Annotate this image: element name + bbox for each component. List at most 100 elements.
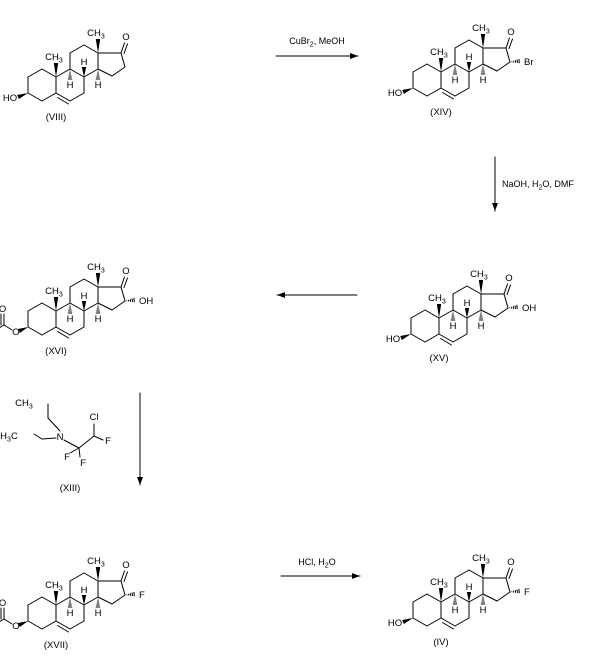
c3-wedge	[17, 93, 28, 100]
compound-label-xvii: (XVII)	[44, 640, 68, 651]
ring-bond	[454, 87, 470, 97]
h14-hashed	[95, 70, 101, 80]
ring-bond	[454, 63, 470, 73]
ring-bond	[440, 617, 456, 627]
ring-bond	[41, 92, 57, 102]
methyl-wedge	[438, 58, 444, 72]
ethyl-bond	[33, 433, 43, 440]
ring-bond	[452, 309, 468, 319]
compound-xvi: OCH3CH3HHHOHOOH3C(XVI)	[0, 262, 153, 357]
methyl-wedge	[478, 280, 484, 294]
ester-oxygen: O	[12, 621, 19, 632]
ring-bond	[27, 302, 43, 312]
methyl-c18: CH3	[472, 553, 490, 566]
ring-bond	[69, 278, 85, 288]
arrowhead	[137, 477, 143, 485]
ring-bond	[120, 580, 126, 596]
methyl-c18: CH3	[472, 23, 490, 36]
double-bond-line	[57, 625, 69, 633]
h14-hashed	[480, 65, 486, 75]
ring-bond	[69, 302, 85, 312]
substituent-c16: Br	[524, 57, 534, 68]
ring-bond	[120, 52, 126, 68]
methyl-wedge	[95, 273, 101, 287]
ring-bond	[83, 278, 99, 288]
c3-wedge	[18, 327, 28, 334]
carbonyl-bond	[123, 43, 128, 54]
hydrogen-c14: H	[95, 314, 102, 325]
ring-bond	[426, 87, 442, 97]
ring-bond	[69, 68, 85, 78]
ring-bond	[55, 326, 71, 336]
ring-bond	[503, 293, 509, 309]
carbonyl-oxygen: O	[0, 304, 6, 315]
methyl-wedge	[438, 588, 444, 602]
ring-bond	[440, 87, 456, 97]
ring-bond	[482, 593, 498, 602]
carbonyl-bond	[505, 37, 510, 49]
methyl-c19: CH3	[428, 293, 446, 306]
c3-wedge	[400, 334, 411, 341]
ring-bond	[111, 66, 126, 77]
ethyl-methyl-1: CH3	[15, 398, 33, 411]
ring-bond	[505, 577, 511, 593]
ring-bond	[27, 326, 43, 336]
methyl-c18: CH3	[87, 556, 105, 569]
chlorine: Cl	[90, 412, 99, 423]
h8-wedge	[81, 67, 87, 77]
c3-wedge	[402, 618, 413, 625]
ring-bond	[438, 333, 454, 343]
h14-hashed	[480, 595, 486, 605]
fluorine-1: F	[64, 452, 70, 463]
h9-hashed	[67, 70, 73, 80]
compound-label-xiv: (XIV)	[430, 107, 452, 118]
conditions-step2: NaOH, H2O, DMF	[502, 179, 574, 192]
ring-bond	[454, 617, 470, 627]
ketone-oxygen: O	[507, 557, 514, 568]
ring-bond	[468, 593, 484, 603]
carbonyl-oxygen: O	[0, 598, 6, 609]
ring-bond	[69, 326, 85, 336]
h8-wedge	[466, 592, 472, 602]
ethyl-methyl-2: H3C	[0, 431, 18, 444]
h9-hashed	[450, 311, 456, 321]
ester-bond	[3, 324, 13, 331]
h8-wedge	[466, 62, 472, 72]
ring-bond	[454, 593, 470, 603]
ring-bond	[83, 302, 99, 312]
ring-bond	[412, 617, 428, 627]
double-bond-line	[440, 338, 452, 346]
hydrogen-c8: H	[81, 57, 88, 68]
hydrogen-c14: H	[480, 605, 487, 616]
ring-bond	[410, 309, 426, 319]
ring-bond	[41, 302, 57, 312]
carbonyl-bond	[120, 570, 125, 582]
c16-hashed-bond	[126, 297, 135, 303]
arrow-step2	[492, 156, 498, 212]
ring-bond	[69, 620, 85, 630]
ring-bond	[83, 572, 99, 582]
c-c-bond	[78, 435, 95, 449]
double-bond-line	[57, 97, 69, 105]
ring-bond	[97, 68, 113, 77]
ring-bond	[468, 39, 484, 49]
ring-bond	[41, 68, 57, 78]
ring-bond	[27, 68, 43, 78]
ring-bond	[468, 569, 484, 579]
compound-label-xv: (XV)	[430, 353, 449, 364]
arrowhead	[492, 203, 498, 211]
ketone-oxygen: O	[122, 32, 129, 43]
ring-bond	[410, 333, 426, 343]
ring-bond	[41, 326, 57, 336]
conditions-step5: HCl, H2O	[298, 557, 335, 570]
ring-bond	[27, 620, 43, 630]
ring-bond	[55, 596, 71, 606]
ethyl-bond	[47, 417, 61, 432]
h9-hashed	[67, 598, 73, 608]
carbonyl-bond	[120, 276, 125, 288]
hydrogen-c9: H	[67, 314, 74, 325]
ring-bond	[55, 620, 71, 630]
c3-wedge	[402, 88, 413, 95]
